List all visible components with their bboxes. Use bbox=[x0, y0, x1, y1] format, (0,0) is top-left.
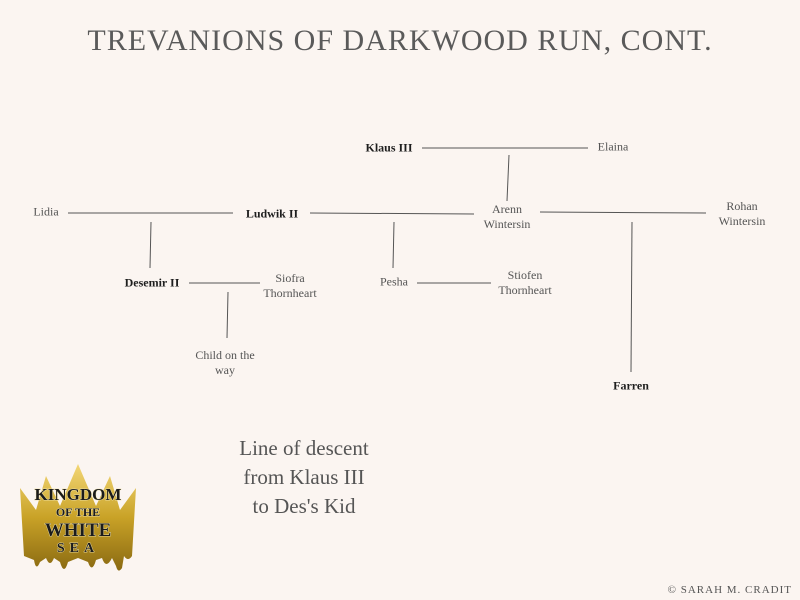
person-rohan-wintersin: Rohan Wintersin bbox=[718, 199, 766, 228]
person-klaus-iii: Klaus III bbox=[365, 140, 413, 155]
person-stiofen-thornheart: Stiofen Thornheart bbox=[498, 268, 552, 297]
logo-line-2: OF THE bbox=[56, 505, 100, 519]
person-farren: Farren bbox=[613, 378, 649, 393]
person-pesha: Pesha bbox=[380, 274, 408, 289]
logo-line-1: KINGDOM bbox=[35, 485, 122, 504]
copyright-notice: © SARAH M. CRADIT bbox=[668, 584, 792, 596]
sibling-line-ludwik-arenn bbox=[309, 212, 475, 215]
person-lidia: Lidia bbox=[33, 204, 59, 219]
descent-line-ludwik-desemir bbox=[149, 221, 152, 269]
person-siofra-thornheart: Siofra Thornheart bbox=[263, 271, 317, 300]
person-desemir-ii: Desemir II bbox=[124, 275, 180, 290]
page-title: TREVANIONS OF DARKWOOD RUN, CONT. bbox=[87, 24, 713, 57]
logo-line-4: SEA bbox=[57, 541, 99, 556]
author-name: SARAH M. CRADIT bbox=[680, 584, 792, 596]
descent-line-to-child bbox=[226, 291, 229, 339]
crown-icon bbox=[20, 464, 136, 571]
person-ludwik-ii: Ludwik II bbox=[245, 206, 299, 221]
descent-line-to-farren bbox=[630, 221, 633, 373]
descent-line-klaus-arenn bbox=[506, 154, 510, 202]
descent-caption: Line of descent from Klaus III to Des's … bbox=[239, 436, 369, 518]
person-child-on-the-way: Child on the way bbox=[195, 348, 255, 377]
copyright-icon: © bbox=[667, 584, 677, 596]
descent-line-to-pesha bbox=[392, 221, 395, 269]
logo-line-3: WHITE bbox=[45, 520, 112, 541]
person-elaina: Elaina bbox=[597, 139, 629, 154]
person-arenn-wintersin: Arenn Wintersin bbox=[483, 202, 531, 231]
kingdom-crown-logo: KINGDOM OF THE WHITE SEA bbox=[20, 464, 136, 571]
marriage-line-arenn-rohan bbox=[539, 211, 707, 214]
